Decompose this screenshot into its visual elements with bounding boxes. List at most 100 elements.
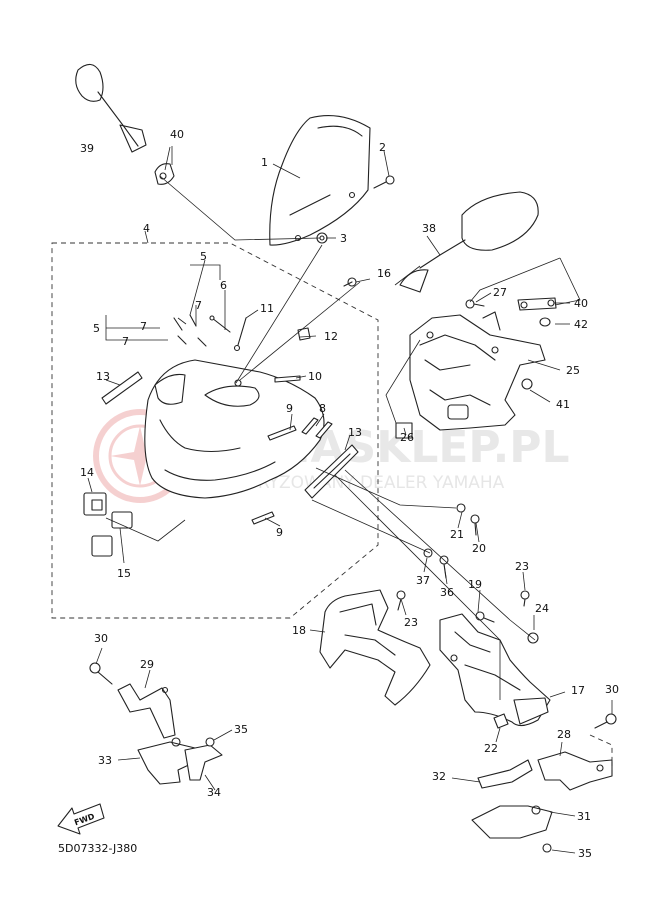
callout-16: 16 — [377, 267, 391, 280]
callouts: 1 2 3 4 5 5 6 7 7 7 8 9 9 10 11 12 13 13… — [80, 128, 619, 860]
part-35-bolt-right[interactable] — [542, 843, 552, 853]
callout-35-left: 35 — [234, 723, 248, 736]
callout-31: 31 — [577, 810, 591, 823]
callout-30-right: 30 — [605, 683, 619, 696]
fwd-arrow: FWD — [57, 803, 105, 835]
part-15-lamps[interactable] — [91, 511, 133, 557]
part-32-plate[interactable] — [477, 759, 533, 789]
callout-27: 27 — [493, 286, 507, 299]
part-20-bolt[interactable] — [470, 514, 480, 536]
callout-42: 42 — [574, 318, 588, 331]
part-1-windscreen[interactable] — [269, 115, 371, 246]
callout-13-right: 13 — [348, 426, 362, 439]
part-29-bracket[interactable] — [117, 683, 176, 739]
callout-35-right: 35 — [578, 847, 592, 860]
callout-39: 39 — [80, 142, 94, 155]
part-25-stay[interactable] — [409, 311, 546, 431]
dash-connector-30 — [589, 734, 613, 770]
assembly-box-4 — [51, 242, 379, 619]
callout-25: 25 — [566, 364, 580, 377]
part-11-rivet[interactable] — [233, 317, 247, 352]
part-37-washer[interactable] — [423, 548, 433, 558]
callout-11: 11 — [260, 302, 274, 315]
callout-6: 6 — [220, 279, 227, 292]
callout-23-right: 23 — [515, 560, 529, 573]
callout-9-lower: 9 — [276, 526, 283, 539]
callout-1: 1 — [261, 156, 268, 169]
part-36-bolt[interactable] — [439, 555, 449, 579]
part-17-inner-panel-right[interactable] — [439, 613, 551, 727]
callout-17: 17 — [571, 684, 585, 697]
part-31-plate[interactable] — [471, 805, 553, 839]
part-14-lamp[interactable] — [83, 492, 107, 516]
callout-7-b: 7 — [140, 320, 147, 333]
callout-15: 15 — [117, 567, 131, 580]
callout-24: 24 — [535, 602, 549, 615]
part-39-left-mirror[interactable] — [75, 63, 147, 153]
callout-33: 33 — [98, 754, 112, 767]
part-23-bolt-right[interactable] — [520, 590, 530, 607]
callout-7-c: 7 — [122, 335, 129, 348]
callout-34: 34 — [207, 786, 221, 799]
callout-23-left: 23 — [404, 616, 418, 629]
part-40-stay-bracket[interactable] — [517, 297, 557, 311]
watermark-subtitle: AUTORYZOWANY DEALER YAMAHA — [210, 473, 505, 493]
callout-13-left: 13 — [96, 370, 110, 383]
callout-26: 26 — [400, 431, 414, 444]
callout-8: 8 — [319, 402, 326, 415]
part-9-tape-lower[interactable] — [251, 511, 275, 525]
callout-5-lower: 5 — [93, 322, 100, 335]
callout-14: 14 — [80, 466, 94, 479]
part-19-screw[interactable] — [475, 611, 495, 623]
fwd-arrow-icon — [57, 803, 105, 835]
callout-22: 22 — [484, 742, 498, 755]
callout-29: 29 — [140, 658, 154, 671]
part-38-right-mirror[interactable] — [399, 191, 539, 293]
callout-32: 32 — [432, 770, 446, 783]
part-33-plate[interactable] — [137, 737, 196, 785]
callout-36: 36 — [440, 586, 454, 599]
callout-37: 37 — [416, 574, 430, 587]
part-4-front-cowling[interactable] — [144, 359, 325, 499]
part-16-bolt[interactable] — [343, 277, 357, 287]
callout-20: 20 — [472, 542, 486, 555]
callout-9-upper: 9 — [286, 402, 293, 415]
part-13-emblem[interactable] — [304, 444, 359, 499]
part-35-bolt-left[interactable] — [205, 737, 215, 747]
part-5-6-7-fasteners[interactable] — [173, 314, 231, 347]
part-18-inner-panel-left[interactable] — [319, 589, 431, 706]
callout-5-upper: 5 — [200, 250, 207, 263]
part-30-bolt-right[interactable] — [594, 713, 617, 729]
callout-41: 41 — [556, 398, 570, 411]
callout-30-left: 30 — [94, 632, 108, 645]
callout-4: 4 — [143, 222, 150, 235]
part-40-mirror-bracket[interactable] — [154, 163, 175, 185]
part-10-damper[interactable] — [274, 375, 301, 383]
callout-2: 2 — [379, 141, 386, 154]
callout-3: 3 — [340, 232, 347, 245]
callout-12: 12 — [324, 330, 338, 343]
callout-18: 18 — [292, 624, 306, 637]
part-12-clip[interactable] — [297, 327, 311, 341]
part-30-bolt-left[interactable] — [89, 662, 113, 685]
part-13-tape-left[interactable] — [101, 371, 143, 405]
part-2-screw[interactable] — [373, 175, 395, 189]
callout-40-right: 40 — [574, 297, 588, 310]
callout-28: 28 — [557, 728, 571, 741]
callout-38: 38 — [422, 222, 436, 235]
part-8-strips[interactable] — [301, 417, 333, 439]
callout-7-a: 7 — [195, 299, 202, 312]
callout-40-left: 40 — [170, 128, 184, 141]
part-42-grommet[interactable] — [539, 317, 551, 327]
part-9-tape-upper[interactable] — [267, 425, 297, 441]
diagram-code: 5D07332-J380 — [58, 842, 137, 855]
part-34-plate[interactable] — [184, 744, 223, 781]
part-28-bracket[interactable] — [537, 751, 613, 791]
part-27-bolt[interactable] — [465, 299, 485, 309]
part-21-washer[interactable] — [456, 503, 466, 513]
part-41-nut[interactable] — [521, 378, 533, 390]
callout-10: 10 — [308, 370, 322, 383]
part-22-nut[interactable] — [493, 713, 509, 729]
part-26-pad[interactable] — [395, 422, 413, 439]
